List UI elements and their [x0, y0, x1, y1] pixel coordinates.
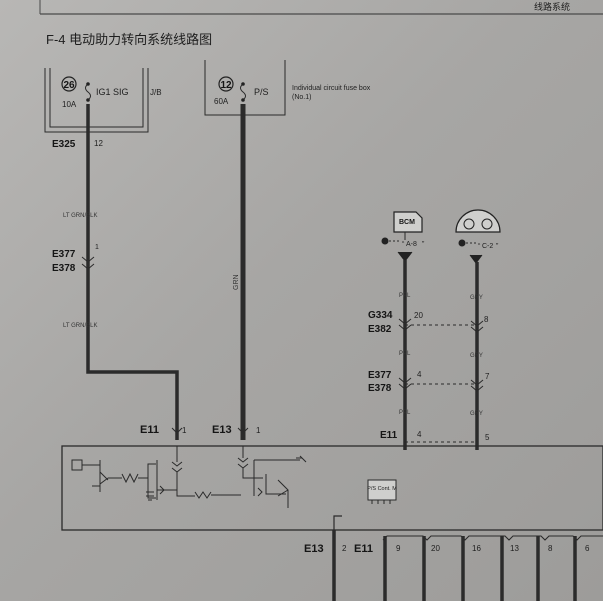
- connector-arrow-icon: [237, 427, 249, 434]
- svg-text:”: ”: [496, 243, 499, 250]
- fuse-26-number: 26: [63, 80, 75, 91]
- jb-label: J/B: [150, 88, 162, 97]
- individual-fuse-box-label: Individual circuit fuse box (No.1): [292, 85, 371, 101]
- e11-bottom-pin: 6: [585, 544, 590, 553]
- e13-top-pin: 1: [256, 426, 261, 435]
- ps-unit-label: P/S Cont. M: [367, 486, 397, 492]
- wire-color-label: GRY: [470, 353, 483, 359]
- e11-bottom-pin: 20: [431, 544, 440, 553]
- e11-right-pin-a: 4: [417, 430, 422, 439]
- e377-right-pin-a: 4: [417, 370, 422, 379]
- bcm-label: BCM: [399, 219, 415, 226]
- combination-meter-icon: [455, 209, 501, 233]
- meter-connector-label: C-2: [482, 243, 493, 250]
- e13-bottom-pin: 2: [342, 544, 347, 553]
- wire-color-label: PPL: [399, 351, 411, 357]
- bcm-module: BCM “ A-8 ”: [381, 211, 425, 248]
- bottom-connector-bracket: [382, 535, 603, 541]
- connector-arrow-icon: [171, 427, 183, 434]
- ps-control-unit-icon: P/S Cont. M: [367, 479, 397, 504]
- connector-plug-icon: [381, 237, 389, 245]
- e325-pin: 12: [94, 139, 103, 148]
- fuse-12-rating: 60A: [214, 97, 229, 106]
- e11-right-label: E11: [380, 430, 398, 441]
- e11-right-pin-b: 5: [485, 433, 490, 442]
- ps-control-module-box: [61, 445, 603, 531]
- e325-connector-label: E325: [52, 139, 76, 150]
- e13-bottom-label: E13: [304, 543, 324, 555]
- wire-lt-grn-blk: [86, 104, 179, 440]
- e11-bottom-pin: 16: [472, 544, 481, 553]
- g334-pin-a: 20: [414, 311, 423, 320]
- wire-color-label: GRY: [470, 295, 483, 301]
- e13-top-label: E13: [212, 424, 232, 436]
- svg-text:”: ”: [422, 241, 425, 248]
- g334-pin-b: 8: [484, 315, 489, 324]
- fuse-26-name: IG1 SIG: [96, 87, 129, 97]
- e378-right-label: E378: [368, 383, 392, 394]
- fuse-12-number: 12: [220, 80, 232, 91]
- fuse-number-badge: [61, 76, 77, 92]
- e11-left-label: E11: [140, 424, 159, 436]
- wire-color-label: LT GRN/BLK: [63, 323, 97, 329]
- fuse-26-rating: 10A: [62, 100, 77, 109]
- e11-bottom-pin: 9: [396, 544, 401, 553]
- e377-right-label: E377: [368, 370, 392, 381]
- g334-label: G334: [368, 310, 393, 321]
- bcm-connector-label: A-8: [406, 241, 417, 248]
- e378-left-label: E378: [52, 263, 76, 274]
- e11-left-pin: 1: [182, 426, 187, 435]
- fuse-symbol-icon: [240, 83, 246, 101]
- wire-color-label: PPL: [399, 293, 411, 299]
- e11-bottom-pin: 13: [510, 544, 519, 553]
- wire-color-label: LT GRN/BLK: [63, 213, 97, 219]
- wire-color-label: GRN: [233, 274, 240, 290]
- inline-connector-icon: [81, 256, 95, 270]
- e11-bottom-label: E11: [354, 543, 373, 555]
- ps-internal-circuit: [71, 446, 307, 508]
- inline-connector-icon: [470, 379, 484, 392]
- e377-left-pin: 1: [95, 244, 99, 251]
- figure-title: F-4 电动助力转向系统线路图: [46, 32, 212, 47]
- e377-left-label: E377: [52, 249, 76, 260]
- wire-color-label: GRY: [470, 411, 483, 417]
- svg-text:“: “: [402, 241, 405, 248]
- meter-module: “ C-2 ”: [455, 209, 501, 250]
- fuse-symbol-icon: [85, 83, 91, 101]
- connector-plug-icon: [458, 239, 466, 247]
- inline-connector-icon: [398, 318, 412, 331]
- e382-label: E382: [368, 324, 392, 335]
- inline-connector-icon: [398, 377, 412, 390]
- e11-bottom-pin: 8: [548, 544, 553, 553]
- e377-right-pin-b: 7: [485, 372, 490, 381]
- inline-connector-icon: [470, 320, 484, 333]
- wire-color-label: PPL: [399, 410, 411, 416]
- fuse-12-name: P/S: [254, 87, 269, 97]
- svg-text:“: “: [478, 243, 481, 250]
- corner-title: 线路系统: [534, 1, 570, 12]
